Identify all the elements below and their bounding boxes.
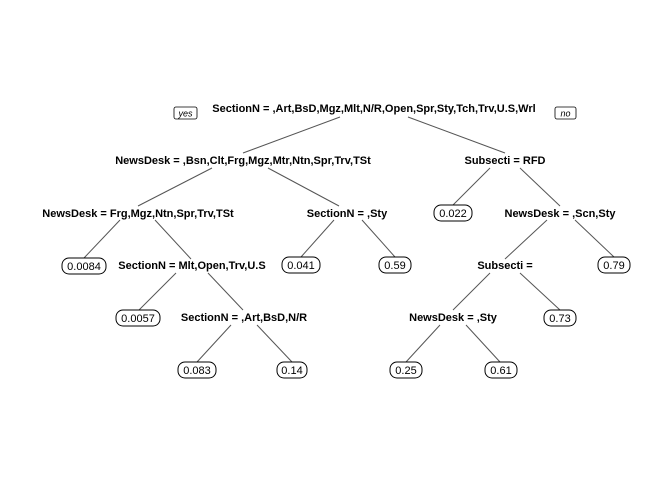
- split-sectionn-sty: SectionN = ,Sty: [307, 208, 388, 220]
- svg-text:0.14: 0.14: [281, 365, 302, 377]
- edge-sty-right: [361, 219, 396, 258]
- split-newsdesk-scn: NewsDesk = ,Scn,Sty: [505, 208, 617, 220]
- svg-text:0.59: 0.59: [384, 260, 405, 272]
- svg-text:0.0084: 0.0084: [67, 261, 101, 273]
- svg-text:0.61: 0.61: [490, 365, 511, 377]
- edge-scn-right: [574, 219, 615, 258]
- leaf-0.0084: 0.0084: [61, 257, 107, 275]
- leaf-0.79: 0.79: [597, 256, 631, 274]
- split-sectionn-mlt: SectionN = Mlt,Open,Trv,U.S: [118, 260, 265, 272]
- svg-text:0.73: 0.73: [549, 313, 570, 325]
- split-subsecti-blank: Subsecti =: [477, 260, 532, 272]
- svg-text:0.25: 0.25: [395, 365, 416, 377]
- edge-nd1-right: [267, 167, 340, 207]
- edge-nd2-right: [154, 219, 192, 260]
- edge-blank-left: [452, 272, 491, 311]
- leaf-0.59: 0.59: [378, 256, 412, 274]
- leaf-0.73: 0.73: [543, 309, 577, 327]
- yes-tag: yes: [173, 106, 198, 120]
- edge-blank-right: [519, 272, 561, 311]
- split-nodes: SectionN = ,Art,BsD,Mgz,Mlt,N/R,Open,Spr…: [42, 103, 616, 324]
- leaf-0.61: 0.61: [484, 361, 518, 379]
- leaf-nodes: 0.0084 0.022 0.041 0.59 0.79 0.0057 0.73: [61, 204, 631, 379]
- edge-scn-left: [504, 219, 548, 260]
- edge-art-left: [196, 324, 232, 363]
- leaf-0.0057: 0.0057: [115, 309, 161, 327]
- edge-root-left: [242, 116, 341, 154]
- edge-rfd-right: [519, 167, 561, 207]
- svg-text:0.083: 0.083: [183, 365, 211, 377]
- tree-edges: [83, 116, 615, 363]
- edge-nd1-left: [137, 167, 213, 207]
- edge-sty-left: [300, 219, 335, 258]
- svg-text:0.0057: 0.0057: [121, 313, 155, 325]
- edge-mlt-right: [207, 272, 244, 311]
- edge-root-right: [407, 116, 506, 154]
- split-sectionn-art: SectionN = ,Art,BsD,N/R: [181, 312, 307, 324]
- svg-text:0.041: 0.041: [287, 260, 315, 272]
- split-subsecti-rfd: Subsecti = RFD: [465, 155, 546, 167]
- leaf-0.083: 0.083: [177, 361, 217, 379]
- split-newsdesk-1: NewsDesk = ,Bsn,Clt,Frg,Mgz,Mtr,Ntn,Spr,…: [115, 155, 371, 167]
- edge-mlt-left: [137, 272, 177, 312]
- leaf-0.022: 0.022: [433, 204, 473, 222]
- svg-text:0.79: 0.79: [603, 260, 624, 272]
- no-tag: no: [554, 106, 577, 120]
- edge-art-right: [256, 324, 293, 363]
- edge-ndsty-right: [465, 324, 501, 363]
- leaf-0.041: 0.041: [281, 256, 321, 274]
- split-newsdesk-sty: NewsDesk = ,Sty: [409, 312, 498, 324]
- edge-rfd-left: [452, 167, 491, 206]
- split-newsdesk-2: NewsDesk = Frg,Mgz,Ntn,Spr,Trv,TSt: [42, 208, 234, 220]
- split-root: SectionN = ,Art,BsD,Mgz,Mlt,N/R,Open,Spr…: [212, 103, 535, 115]
- leaf-0.14: 0.14: [276, 361, 308, 379]
- edge-ndsty-left: [405, 324, 441, 363]
- edge-nd2-left: [83, 219, 121, 259]
- leaf-0.25: 0.25: [389, 361, 423, 379]
- no-label: no: [560, 109, 570, 119]
- yes-label: yes: [177, 109, 193, 119]
- svg-text:0.022: 0.022: [439, 208, 467, 220]
